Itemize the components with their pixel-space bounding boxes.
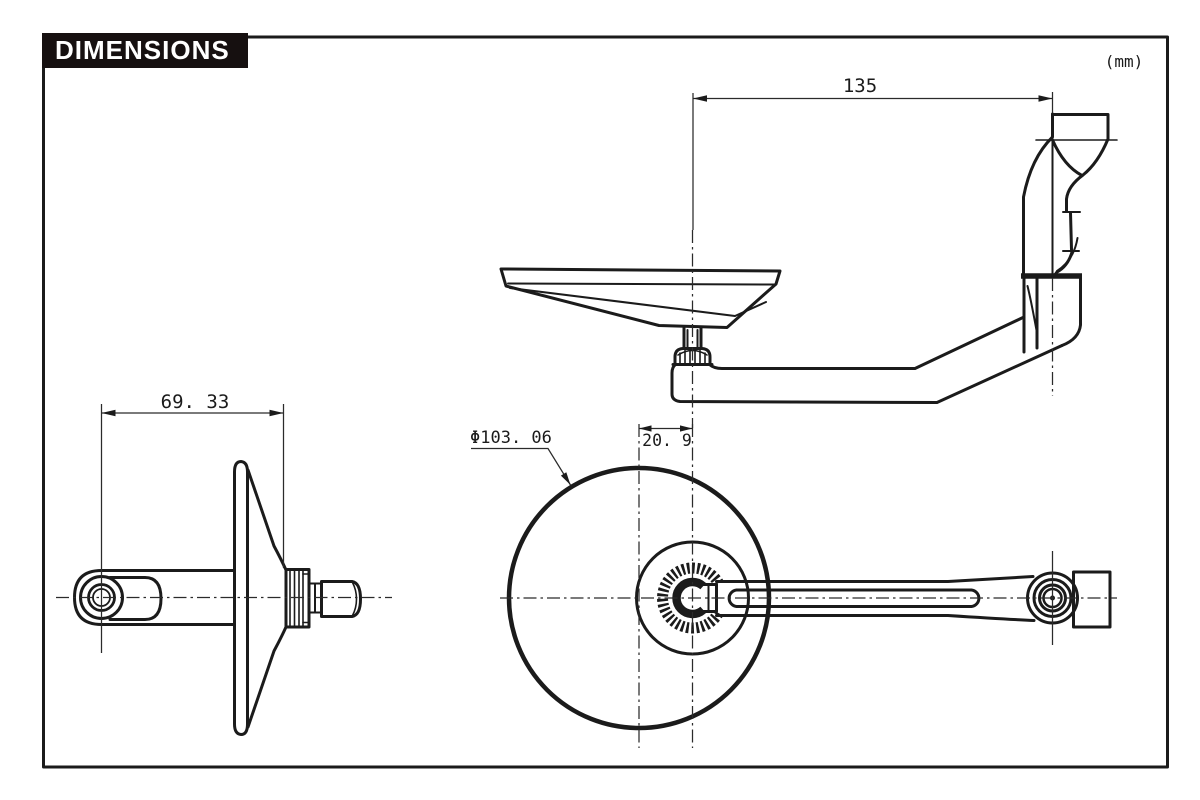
dim135-extension-lines: [692, 92, 1054, 230]
title-box: DIMENSIONS: [42, 33, 248, 68]
dim-label-69-33: 69. 33: [160, 391, 230, 413]
dish-surface-line: [509, 287, 767, 317]
dim209-arrow-left: [639, 425, 652, 432]
dim69-arrow-right: [269, 409, 284, 417]
stem-knurl-block: [284, 568, 311, 629]
arm-slot: [727, 588, 981, 608]
dim69-arrow-left: [101, 409, 116, 417]
ball-nut-knurl: [679, 348, 706, 365]
dim135-arrow-left: [693, 95, 707, 102]
disc-back-cone: [246, 468, 288, 729]
clamp-end-block: [1072, 570, 1112, 629]
end-cylinder-face: [351, 581, 358, 617]
arm-top-edge: [708, 315, 1026, 370]
dimension-20-9: [639, 425, 693, 432]
dish-outline: [499, 267, 782, 329]
dim-label-135: 135: [842, 75, 878, 97]
profile-view: [56, 460, 392, 736]
dimension-135: [692, 92, 1054, 230]
stem-inner-lines: [686, 329, 699, 350]
dim-label-diameter: Φ103. 06: [470, 428, 552, 448]
dish-rim-line: [507, 282, 777, 286]
clamp-step-ticks: [1062, 211, 1081, 252]
leader-line: [471, 447, 572, 486]
clamp-sliver-lines: [1022, 275, 1039, 354]
bolt-boss-outline: [108, 576, 163, 621]
front-view-centerlines: [500, 424, 1117, 748]
side-view: [499, 112, 1118, 428]
leader-arrow: [560, 472, 571, 485]
clamp-cap: [1051, 113, 1110, 141]
page-title: DIMENSIONS: [55, 35, 230, 65]
stem-step-lines: [302, 573, 310, 624]
dim209-arrow-right: [680, 425, 693, 432]
dim69-extension-lines: [100, 404, 285, 568]
side-view-centerlines: [691, 230, 1054, 428]
units-label: (mm): [1104, 52, 1144, 71]
front-arm-edges: [715, 575, 1036, 622]
clamp-inner-curve-bottom: [1056, 237, 1079, 272]
front-view: [500, 424, 1117, 748]
clamp-inner-curve-top: [1051, 138, 1084, 177]
stem-sides: [682, 326, 703, 350]
arm-bottom-edge: [670, 344, 1064, 404]
dim-label-20-9: 20. 9: [642, 431, 692, 450]
clamp-block-right: [1060, 275, 1082, 347]
dimension-69-33: [100, 404, 285, 568]
dim135-arrow-right: [1038, 95, 1053, 102]
clamp-sliver-tip: [1026, 285, 1038, 334]
sheet-border: [42, 35, 1169, 769]
dimension-diameter: [471, 447, 572, 486]
end-cylinder: [320, 580, 362, 618]
clamp-left-profile: [1022, 112, 1054, 275]
stem-knurl-lines: [289, 568, 304, 628]
